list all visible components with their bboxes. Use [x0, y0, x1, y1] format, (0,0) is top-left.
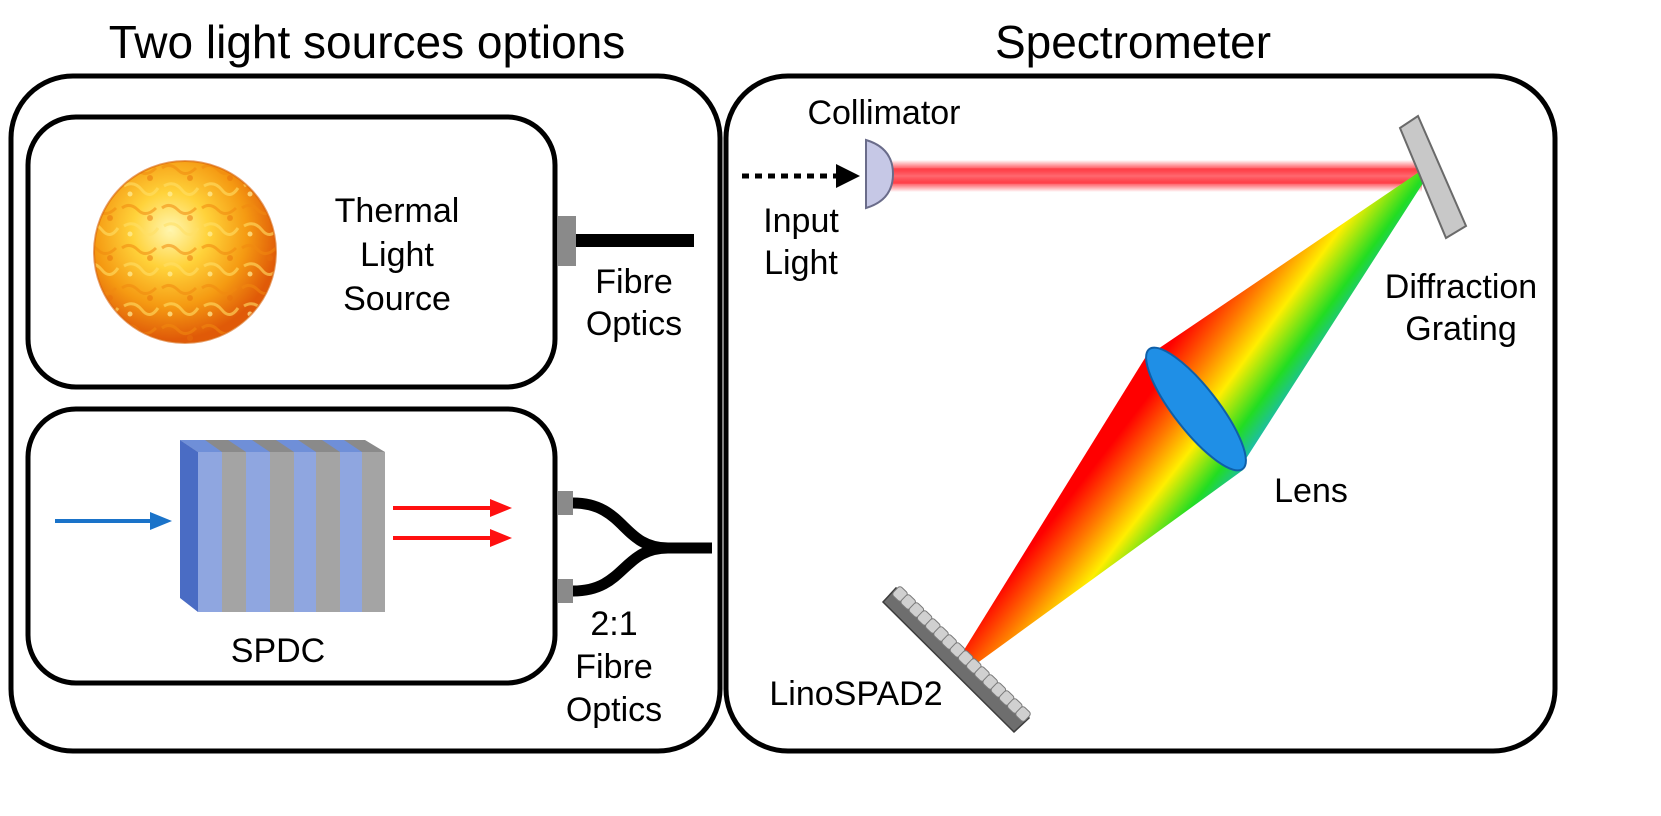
collimator-label: Collimator	[807, 94, 960, 132]
collimated-beam	[880, 160, 1422, 192]
coupler-label-line1: 2:1	[590, 605, 637, 643]
linospad2-label: LinoSPAD2	[769, 675, 942, 713]
spectrometer-panel	[723, 73, 1558, 754]
input-label-line2: Light	[764, 244, 838, 282]
grating-label-line1: Diffraction	[1385, 268, 1537, 306]
thermal-label-line2: Light	[360, 236, 434, 274]
right-panel-title: Spectrometer	[995, 16, 1271, 68]
fibre-connector-thermal	[558, 216, 576, 266]
fibre-coupler-cable	[572, 497, 712, 597]
fibre-connector-spdc-bottom	[558, 579, 573, 603]
dispersed-beam-lower	[964, 350, 1243, 664]
output-photon-arrows	[393, 499, 512, 547]
detector-pixel	[1015, 706, 1031, 722]
fibre-label-line1: Fibre	[595, 263, 672, 301]
left-panel-title: Two light sources options	[109, 16, 626, 68]
spdc-crystal-icon	[180, 440, 385, 612]
coupler-label-line3: Optics	[566, 691, 662, 729]
input-light-arrow	[742, 164, 860, 188]
sun-icon	[93, 160, 277, 344]
fibre-label-line2: Optics	[586, 305, 682, 343]
dispersed-beam-upper	[1152, 170, 1425, 468]
light-sources-panel	[8, 73, 723, 754]
grating-label-line2: Grating	[1405, 310, 1517, 348]
thermal-source-box	[25, 114, 558, 390]
coupler-label-line2: Fibre	[575, 648, 652, 686]
fibre-connector-spdc-top	[558, 491, 573, 515]
input-label-line1: Input	[763, 202, 839, 240]
lens-label: Lens	[1274, 472, 1348, 510]
lens-icon	[1145, 346, 1247, 472]
linospad2-detector-icon	[881, 586, 1031, 734]
fibre-cable-thermal	[576, 234, 694, 247]
pump-arrow	[55, 512, 172, 530]
spdc-label: SPDC	[231, 632, 325, 670]
diffraction-grating-icon	[1398, 114, 1468, 240]
thermal-label-line1: Thermal	[335, 192, 460, 230]
collimator-icon	[865, 138, 895, 210]
thermal-label-line3: Source	[343, 280, 451, 318]
spdc-source-box	[25, 406, 558, 686]
